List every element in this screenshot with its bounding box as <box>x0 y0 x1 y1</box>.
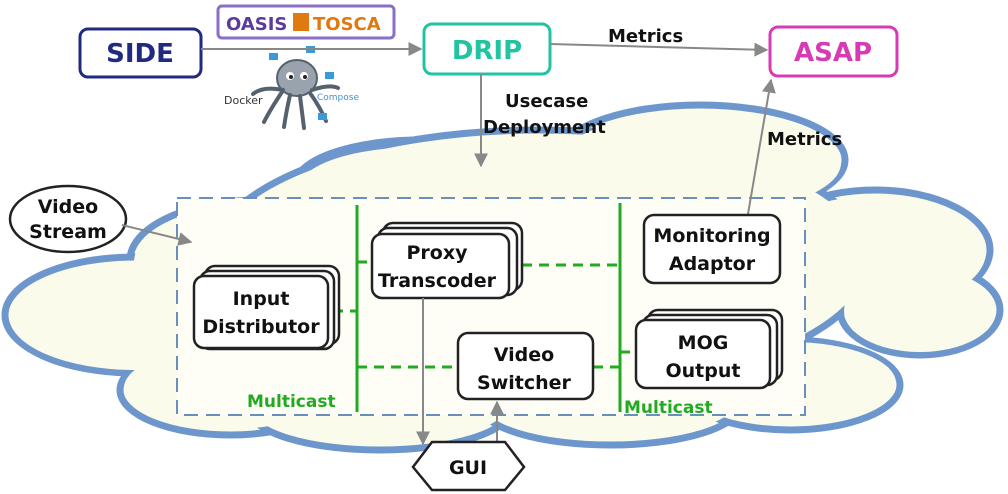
asap-label: ASAP <box>794 38 872 68</box>
monitoring-adaptor-line2: Adaptor <box>669 253 756 275</box>
drip-label: DRIP <box>452 36 522 66</box>
video-stream-node: Video Stream <box>8 184 128 254</box>
multicast-bus <box>355 203 622 412</box>
tosca-text: TOSCA <box>313 14 381 35</box>
video-switcher-line2: Switcher <box>477 372 572 394</box>
usecase-label: Usecase <box>505 91 588 112</box>
side-node: SIDE <box>78 27 203 79</box>
input-distributor-line2: Distributor <box>202 316 320 338</box>
octopus-icon <box>251 46 340 130</box>
monitoring-adaptor-node: Monitoring Adaptor <box>642 213 782 285</box>
multicast-right-label: Multicast <box>624 398 713 418</box>
video-switcher-node: Video Switcher <box>456 331 595 401</box>
oasis-text: OASIS <box>226 14 287 35</box>
docker-compose-logo: Docker Compose <box>224 46 359 130</box>
compose-text: Compose <box>317 93 359 103</box>
gui-node: GUI <box>411 440 526 492</box>
proxy-transcoder-node: Proxy Transcoder <box>370 221 524 300</box>
asap-node: ASAP <box>768 25 899 78</box>
drip-to-asap-arrow <box>549 42 769 57</box>
monitor-to-asap-arrow <box>747 78 776 215</box>
oasis-mark-icon <box>293 13 309 31</box>
mog-output-node: MOG Output <box>634 308 784 390</box>
monitoring-adaptor-line1: Monitoring <box>653 225 770 247</box>
metrics-right-label: Metrics <box>767 129 842 150</box>
tosca-logo: OASIS TOSCA <box>216 4 396 40</box>
docker-text: Docker <box>224 94 263 107</box>
video-stream-line1: Video <box>38 196 98 218</box>
gui-label: GUI <box>449 457 487 479</box>
proxy-transcoder-line1: Proxy <box>407 242 469 264</box>
mog-output-line2: Output <box>666 360 741 382</box>
video-switcher-line1: Video <box>494 344 554 366</box>
side-label: SIDE <box>106 39 174 69</box>
deployment-label: Deployment <box>483 117 606 138</box>
input-distributor-node: Input Distributor <box>192 264 341 351</box>
drip-node: DRIP <box>422 22 552 76</box>
multicast-left-label: Multicast <box>247 392 336 412</box>
mog-output-line1: MOG <box>678 332 729 354</box>
video-stream-arrow <box>121 224 193 246</box>
metrics-top-label: Metrics <box>608 26 683 47</box>
proxy-transcoder-line2: Transcoder <box>378 270 497 292</box>
video-stream-line2: Stream <box>29 221 107 243</box>
input-distributor-line1: Input <box>233 288 290 310</box>
